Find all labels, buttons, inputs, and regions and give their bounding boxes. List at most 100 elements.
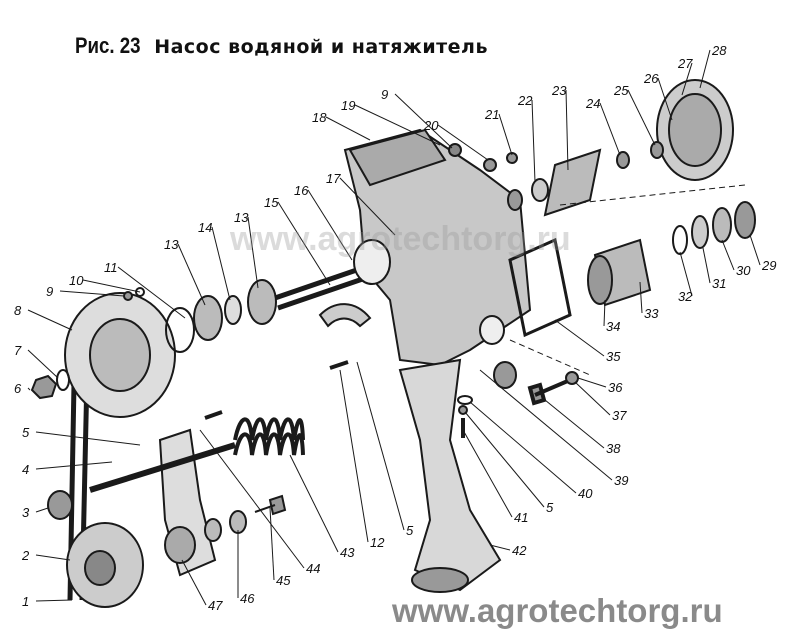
- part-label-24: 24: [585, 96, 600, 111]
- part-label-11: 11: [104, 260, 118, 275]
- part-label-25: 25: [613, 83, 629, 98]
- leader-line: [599, 102, 621, 156]
- leader-line: [211, 226, 231, 301]
- part-label-35: 35: [606, 349, 621, 364]
- leader-line: [479, 369, 613, 481]
- watermark-center: www.agrotechtorg.ru: [229, 220, 571, 258]
- figure-number: Рис. 23: [75, 33, 141, 58]
- impeller: [543, 148, 602, 217]
- dashed-axis: [559, 184, 746, 206]
- leader-line: [657, 77, 673, 121]
- leader-line: [565, 89, 569, 171]
- housing-port: [353, 239, 391, 285]
- part-label-22: 22: [517, 93, 533, 108]
- leader-line: [554, 319, 605, 357]
- nut: [30, 374, 58, 400]
- leader-line: [307, 189, 353, 261]
- washer: [616, 151, 630, 169]
- part-label-44: 44: [306, 561, 320, 576]
- seal-housing-end: [587, 255, 613, 305]
- part-label-33: 33: [644, 306, 659, 321]
- seal-ring: [165, 307, 195, 353]
- part-label-26: 26: [643, 71, 659, 86]
- part-label-41: 41: [514, 510, 528, 525]
- leader-line: [35, 599, 73, 602]
- leader-line: [35, 507, 49, 513]
- leader-lines: [27, 49, 761, 606]
- bolt: [329, 360, 349, 370]
- ring: [672, 225, 688, 255]
- leader-line: [469, 401, 577, 494]
- part-label-6: 6: [14, 381, 22, 396]
- part-label-1: 1: [22, 594, 29, 609]
- leader-line: [699, 49, 711, 89]
- leader-line: [574, 381, 611, 416]
- part-label-32: 32: [678, 289, 693, 304]
- part-label-45: 45: [276, 573, 291, 588]
- leader-line: [117, 266, 186, 319]
- part-label-39: 39: [614, 473, 628, 488]
- part-label-9: 9: [46, 284, 53, 299]
- cover-hub: [89, 318, 151, 392]
- part-label-7: 7: [14, 343, 22, 358]
- end-seal: [734, 201, 756, 239]
- leader-line: [603, 299, 606, 327]
- part-label-34: 34: [606, 319, 620, 334]
- tensioner-spring: [233, 417, 305, 456]
- part-label-20: 20: [423, 118, 439, 133]
- leader-line: [59, 290, 125, 297]
- housing-port: [479, 315, 505, 345]
- part-label-15: 15: [264, 195, 279, 210]
- leader-line: [498, 113, 513, 156]
- bolt-head: [483, 158, 497, 172]
- leader-line: [394, 93, 453, 149]
- leader-line: [289, 454, 339, 553]
- tensioner-rod: [89, 442, 236, 493]
- leader-line: [339, 177, 396, 236]
- part-label-40: 40: [578, 486, 593, 501]
- leader-line: [35, 431, 141, 446]
- washer: [507, 189, 523, 211]
- leader-line: [627, 89, 656, 146]
- part-label-30: 30: [736, 263, 751, 278]
- leader-line: [356, 361, 405, 531]
- part-label-8: 8: [14, 303, 22, 318]
- part-label-4: 4: [22, 462, 29, 477]
- leader-line: [177, 243, 206, 306]
- part-label-29: 29: [761, 258, 776, 273]
- bearing: [204, 518, 222, 542]
- leader-line: [462, 429, 513, 518]
- part-label-38: 38: [606, 441, 621, 456]
- leader-line: [325, 116, 371, 141]
- part-label-5: 5: [406, 523, 414, 538]
- part-label-5: 5: [22, 425, 30, 440]
- leader-line: [721, 239, 735, 271]
- leader-line: [531, 99, 536, 183]
- part-label-13: 13: [234, 210, 249, 225]
- part-label-17: 17: [326, 171, 341, 186]
- leader-line: [639, 281, 643, 314]
- part-label-46: 46: [240, 591, 255, 606]
- ring: [691, 215, 709, 249]
- leader-line: [35, 554, 71, 561]
- part-label-5: 5: [546, 500, 554, 515]
- knob: [47, 490, 73, 520]
- fan-pulley-inner: [668, 93, 722, 167]
- figure-title: Насос водяной и натяжитель: [154, 36, 488, 58]
- part-label-31: 31: [712, 276, 726, 291]
- gasket: [318, 303, 372, 328]
- seal: [531, 178, 549, 202]
- leader-line: [577, 377, 607, 388]
- leader-line: [749, 234, 761, 266]
- pulley-hub: [84, 550, 116, 586]
- leader-line: [679, 251, 693, 297]
- part-label-27: 27: [677, 56, 693, 71]
- figure-caption: Рис. 23 Насос водяной и натяжитель: [75, 33, 488, 59]
- part-label-14: 14: [198, 220, 212, 235]
- leader-line: [27, 349, 59, 379]
- bearing: [193, 295, 223, 341]
- leader-line: [702, 247, 711, 284]
- leader-line: [82, 279, 141, 293]
- leader-line: [544, 399, 605, 449]
